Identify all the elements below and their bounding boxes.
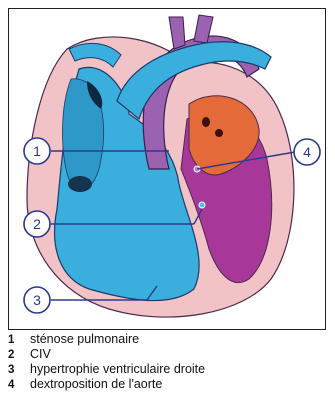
legend-number: 3 (8, 364, 30, 376)
legend-label: sténose pulmonaire (30, 332, 139, 346)
legend-number: 2 (8, 349, 30, 361)
legend-label: dextroposition de l'aorte (30, 377, 162, 391)
pulmonary-vein-opening (215, 129, 223, 137)
legend-item: 1 sténose pulmonaire (8, 332, 326, 347)
legend-number: 4 (8, 379, 30, 391)
callout-marker-1: 1 (24, 138, 50, 164)
svg-text:3: 3 (33, 292, 41, 308)
legend-label: hypertrophie ventriculaire droite (30, 362, 205, 376)
callout-marker-3: 3 (24, 287, 50, 313)
svg-text:1: 1 (33, 143, 41, 159)
legend-number: 1 (8, 334, 30, 346)
coronary-sinus (68, 176, 92, 192)
svg-text:4: 4 (303, 144, 311, 160)
callout-marker-4: 4 (294, 139, 320, 165)
heart-diagram-frame: 1 2 3 4 (8, 8, 326, 330)
legend: 1 sténose pulmonaire 2 CIV 3 hypertrophi… (8, 332, 326, 392)
legend-item: 3 hypertrophie ventriculaire droite (8, 362, 326, 377)
svg-text:2: 2 (33, 216, 41, 232)
legend-item: 2 CIV (8, 347, 326, 362)
legend-label: CIV (30, 347, 51, 361)
legend-item: 4 dextroposition de l'aorte (8, 377, 326, 392)
pulmonary-vein-opening (202, 117, 210, 127)
tetralogy-heart-illustration: 1 2 3 4 (9, 9, 325, 329)
callout-marker-2: 2 (24, 211, 50, 237)
vsd-dot (199, 202, 205, 208)
